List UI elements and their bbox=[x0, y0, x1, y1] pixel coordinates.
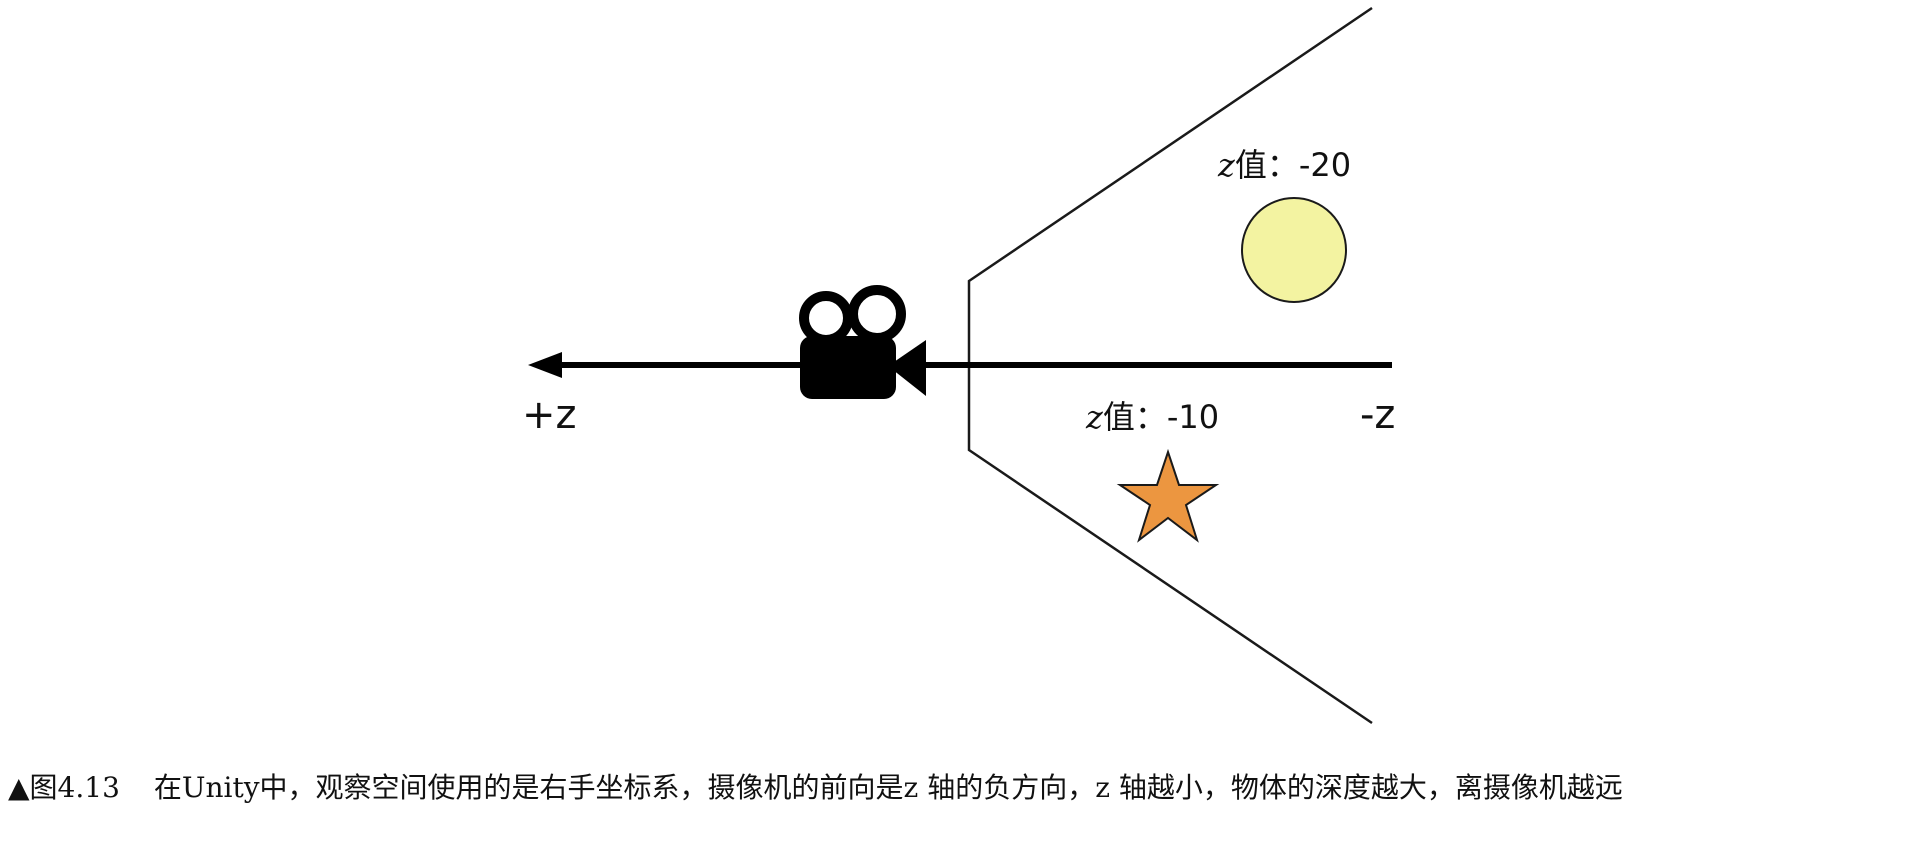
negative-z-label: -z bbox=[1360, 392, 1395, 438]
sphere-object bbox=[1241, 197, 1347, 303]
z-axis-arrowhead bbox=[528, 352, 562, 378]
star-object bbox=[1116, 448, 1220, 543]
sphere-depth-label: z值：-20 bbox=[1217, 146, 1351, 184]
video-camera-icon bbox=[799, 285, 926, 399]
positive-z-label: +z bbox=[522, 392, 577, 438]
view-space-diagram: +z -z z值：-20 z值：-10 bbox=[522, 6, 1395, 725]
figure-number: ▲图4.13 bbox=[8, 771, 120, 804]
caption-text: 在Unity中，观察空间使用的是右手坐标系，摄像机的前向是z 轴的负方向，z 轴… bbox=[153, 771, 1623, 804]
figure-caption: ▲图4.13 在Unity中，观察空间使用的是右手坐标系，摄像机的前向是z 轴的负… bbox=[8, 768, 1916, 808]
star-depth-label: z值：-10 bbox=[1085, 398, 1219, 436]
